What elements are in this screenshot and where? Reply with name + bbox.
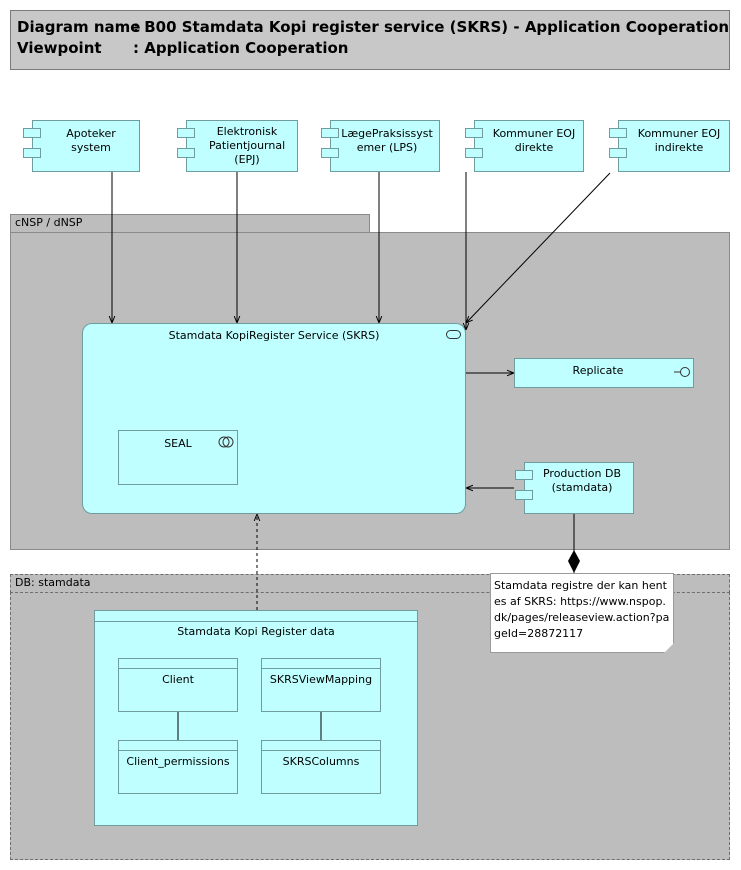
interface-lollipop-icon [674, 367, 690, 377]
viewpoint-label: Viewpoint [17, 39, 102, 57]
data-skrs-columns-label: SKRSColumns [282, 755, 360, 768]
component-label: Elektronisk Patientjournal (EPJ) [209, 125, 286, 166]
interaction-icon [218, 436, 234, 448]
data-object-header-band [95, 611, 417, 622]
composition-diamond [568, 550, 580, 573]
component-label: Kommuner EOJ direkte [492, 127, 576, 154]
note-text: Stamdata registre der kan hentes af SKRS… [494, 579, 670, 640]
component-pin [609, 148, 627, 158]
data-object-title: Stamdata Kopi Register data [177, 625, 335, 638]
data-client-permissions[interactable]: Client_permissions [118, 740, 238, 794]
diagram-header: Diagram name: B00 Stamdata Kopi register… [10, 10, 730, 70]
data-client-permissions-label: Client_permissions [126, 755, 230, 768]
seal-label: SEAL [164, 437, 192, 450]
note-stamdata-registre: Stamdata registre der kan hentes af SKRS… [490, 573, 674, 653]
flow-eoj-indirekte-to-service[interactable] [466, 172, 611, 323]
component-epj[interactable]: Elektronisk Patientjournal (EPJ) [177, 120, 298, 172]
component-kommuner-eoj-direkte[interactable]: Kommuner EOJ direkte [465, 120, 584, 172]
component-pin [609, 128, 627, 138]
data-header-band [119, 659, 237, 669]
data-skrs-view-mapping[interactable]: SKRSViewMapping [261, 658, 381, 712]
component-pin [515, 490, 533, 500]
component-pin [515, 470, 533, 480]
component-pin [465, 128, 483, 138]
component-pin [23, 148, 41, 158]
nsp-group-label: cNSP / dNSP [15, 216, 83, 229]
component-pin [23, 128, 41, 138]
data-header-band [262, 659, 380, 669]
db-group-label: DB: stamdata [15, 576, 91, 589]
seal-interface[interactable]: SEAL [118, 430, 238, 485]
component-pin [177, 148, 195, 158]
service-icon [446, 330, 461, 339]
component-label: Kommuner EOJ indirekte [637, 127, 721, 154]
component-kommuner-eoj-indirekte[interactable]: Kommuner EOJ indirekte [609, 120, 730, 172]
component-label: Production DB (stamdata) [542, 467, 622, 494]
component-label: LægePraksissystemer (LPS) [341, 127, 433, 154]
diagram-name-value: : B00 Stamdata Kopi register service (SK… [133, 18, 730, 36]
data-client[interactable]: Client [118, 658, 238, 712]
component-label: Apoteker system [66, 127, 116, 154]
replicate-label: Replicate [572, 364, 624, 377]
replicate-interface[interactable]: Replicate [514, 358, 694, 388]
data-client-label: Client [162, 673, 194, 686]
data-skrs-view-mapping-label: SKRSViewMapping [269, 673, 373, 686]
diagram-name-label: Diagram name [17, 18, 141, 36]
component-pin [177, 128, 195, 138]
component-production-db[interactable]: Production DB (stamdata) [515, 462, 634, 514]
component-lps[interactable]: LægePraksissystemer (LPS) [321, 120, 440, 172]
data-skrs-columns[interactable]: SKRSColumns [261, 740, 381, 794]
service-title: Stamdata KopiRegister Service (SKRS) [168, 329, 380, 342]
component-pin [465, 148, 483, 158]
data-header-band [262, 741, 380, 751]
component-pin [321, 128, 339, 138]
data-header-band [119, 741, 237, 751]
component-apoteker-system[interactable]: Apoteker system [23, 120, 140, 172]
component-pin [321, 148, 339, 158]
viewpoint-value: : Application Cooperation [133, 39, 349, 57]
